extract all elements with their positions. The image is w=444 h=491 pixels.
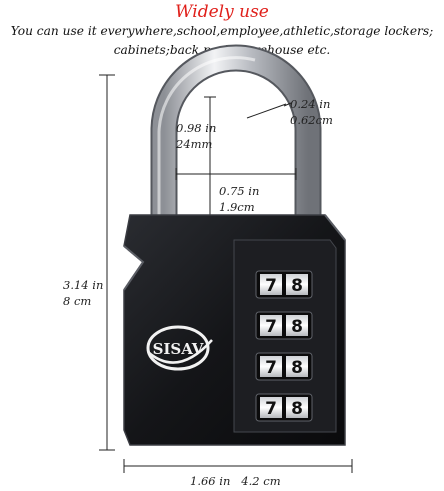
dial-digit: 8 <box>291 317 303 337</box>
height-in: 3.14 in <box>63 278 104 292</box>
brand-name: SISAV <box>153 340 204 358</box>
dial-digit: 7 <box>265 276 277 296</box>
dial-digit: 8 <box>291 358 303 378</box>
dial-digit: 7 <box>265 358 277 378</box>
brand-logo <box>146 325 213 371</box>
dial-digit: 7 <box>265 399 277 419</box>
dial-digit: 8 <box>291 399 303 419</box>
dial-windows <box>255 270 313 422</box>
shackle-thickness-cm: 0.62cm <box>290 113 333 127</box>
dial-digit: 7 <box>265 317 277 337</box>
height-cm: 8 cm <box>63 294 92 308</box>
shackle-width-in: 0.98 in <box>176 121 217 135</box>
clearance-cm: 1.9cm <box>219 200 255 214</box>
shackle-width-mm: 24mm <box>176 137 213 151</box>
body-width: 1.66 in 4.2 cm <box>190 474 281 488</box>
description-line-1: You can use it everywhere,school,employe… <box>10 24 434 38</box>
dimension-lines <box>99 74 353 473</box>
shackle <box>150 44 322 225</box>
dial-digit: 8 <box>291 276 303 296</box>
headline: Widely use <box>175 2 269 22</box>
shackle-thickness-in: 0.24 in <box>290 97 331 111</box>
clearance-in: 0.75 in <box>219 184 260 198</box>
